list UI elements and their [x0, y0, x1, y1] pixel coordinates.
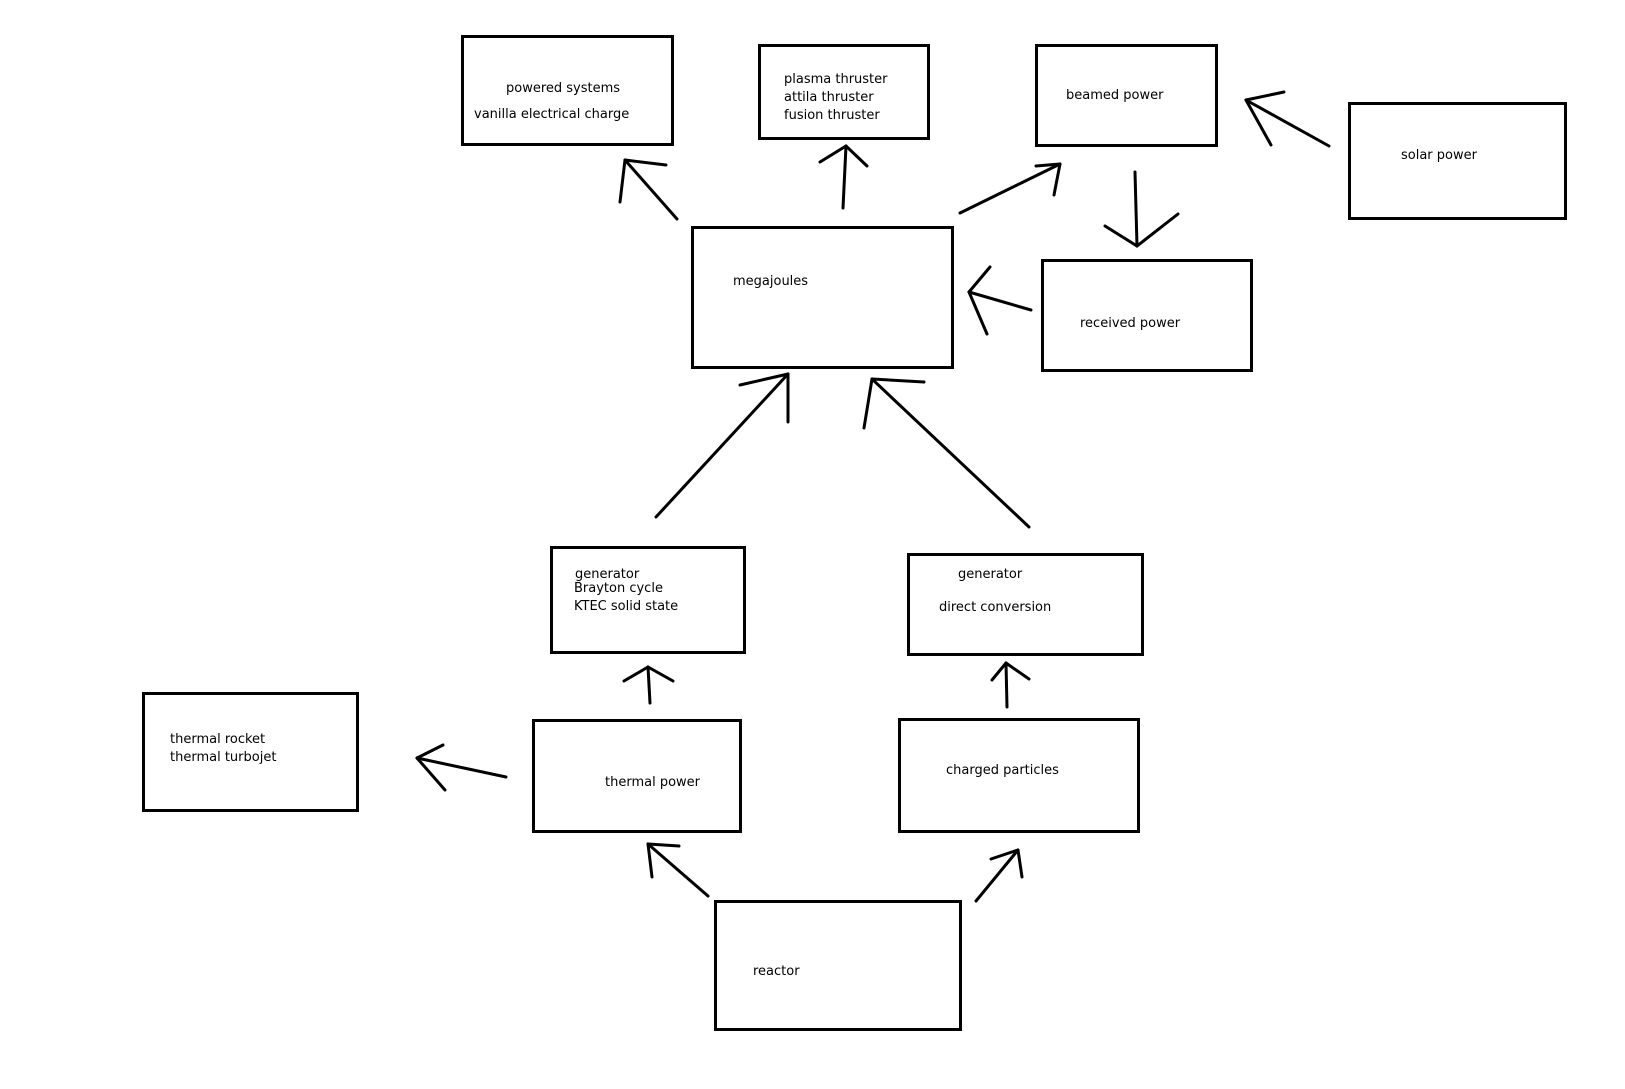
arrow-generator-direct-to-megajoules	[862, 377, 1031, 529]
arrow-thermal-to-thermal-uses	[415, 743, 508, 792]
thermal-power-label: thermal power	[605, 775, 701, 790]
charged-particles-label: charged particles	[946, 763, 1059, 778]
attila-thruster-label: attila thruster	[784, 90, 874, 105]
ktec-solid-state-label: KTEC solid state	[574, 599, 679, 614]
generator-direct-box: generator direct conversion	[907, 553, 1144, 656]
solar-power-box: solar power	[1348, 102, 1567, 220]
arrow-solar-to-beamed-power	[1244, 90, 1331, 148]
megajoules-label: megajoules	[733, 274, 809, 289]
thermal-rocket-label: thermal rocket	[170, 732, 266, 747]
vanilla-electrical-charge-label: vanilla electrical charge	[474, 107, 630, 122]
received-power-box: received power	[1041, 259, 1253, 372]
beamed-power-box: beamed power	[1035, 44, 1218, 147]
generator-label: generator	[575, 567, 640, 582]
brayton-cycle-label: Brayton cycle	[574, 581, 663, 596]
megajoules-box: megajoules	[691, 226, 954, 369]
direct-conversion-label: direct conversion	[939, 600, 1052, 615]
arrow-megajoules-to-thrusters	[818, 144, 869, 210]
arrow-reactor-to-thermal-power	[646, 842, 710, 898]
arrow-received-to-megajoules	[967, 265, 1033, 336]
arrow-generator-brayton-to-megajoules	[654, 372, 790, 519]
arrow-charged-to-generator-direct	[990, 661, 1031, 709]
thermal-uses-box: thermal rocket thermal turbojet	[142, 692, 359, 812]
charged-particles-box: charged particles	[898, 718, 1140, 833]
reactor-label: reactor	[753, 964, 800, 979]
generator-brayton-box: generator Brayton cycle KTEC solid state	[550, 546, 746, 654]
arrow-megajoules-to-powered-systems	[618, 158, 679, 221]
received-power-label: received power	[1080, 316, 1181, 331]
generator-label: generator	[958, 567, 1023, 582]
reactor-box: reactor	[714, 900, 962, 1031]
fusion-thruster-label: fusion thruster	[784, 108, 880, 123]
thermal-turbojet-label: thermal turbojet	[170, 750, 277, 765]
solar-power-label: solar power	[1401, 148, 1477, 163]
plasma-thruster-label: plasma thruster	[784, 72, 888, 87]
beamed-power-label: beamed power	[1066, 88, 1164, 103]
arrow-megajoules-to-beamed-power	[958, 162, 1062, 215]
thermal-power-box: thermal power	[532, 719, 742, 833]
arrow-beamed-to-received-power	[1103, 170, 1180, 248]
thrusters-box: plasma thruster attila thruster fusion t…	[758, 44, 930, 140]
arrow-reactor-to-charged-particles	[974, 848, 1024, 903]
powered-systems-label: powered systems	[506, 81, 621, 96]
powered-systems-box: powered systems vanilla electrical charg…	[461, 35, 674, 146]
arrow-thermal-to-generator-brayton	[622, 665, 675, 705]
